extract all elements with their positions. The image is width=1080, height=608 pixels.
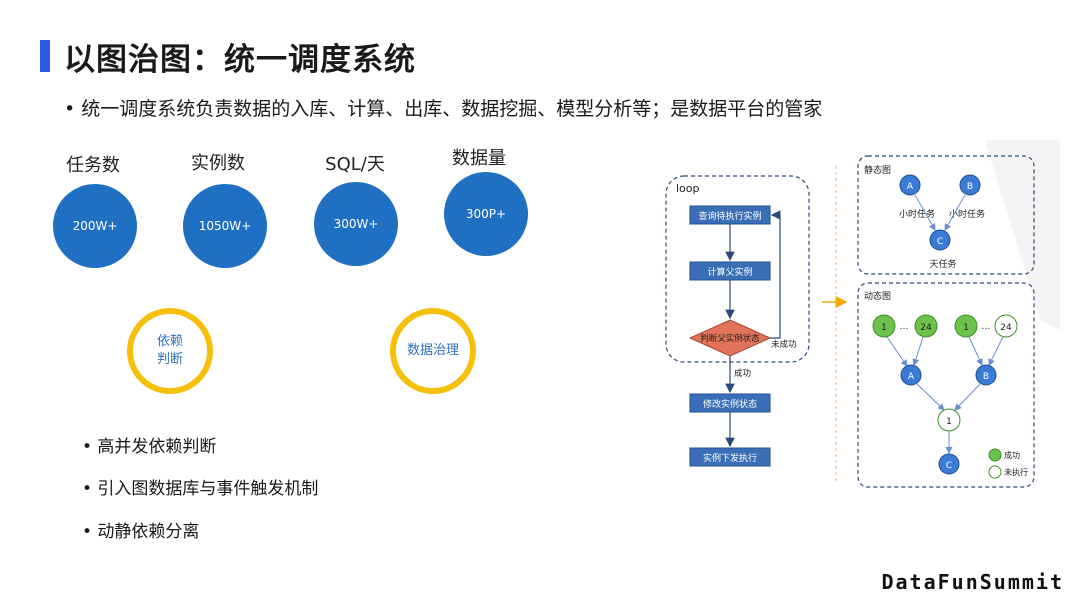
flow-decision-label: 判断父实例状态	[700, 333, 760, 344]
static-node-b-label: B	[967, 182, 973, 192]
dyn-node-1a-label: 1	[881, 323, 887, 333]
dyn-edge-b-mid	[954, 383, 981, 411]
static-node-c	[929, 229, 951, 251]
dyn-node-b-label: B	[983, 372, 989, 382]
static-label-b: 小时任务	[949, 208, 985, 220]
page-title: 以图治图：统一调度系统	[64, 42, 416, 78]
dyn-node-1a	[872, 314, 896, 338]
static-label-a: 小时任务	[899, 208, 935, 220]
flow-step-dispatch-label: 实例下发执行	[703, 452, 757, 464]
dyn-node-24b-label: 24	[1000, 323, 1012, 333]
static-node-b	[959, 174, 981, 196]
flow-step-update-label: 修改实例状态	[703, 398, 757, 410]
dyn-node-mid-label: 1	[946, 417, 952, 427]
stat-circle-data: 300P+	[444, 172, 528, 256]
dyn-edge-1a-a	[886, 336, 908, 367]
flow-not-success-label: 未成功	[771, 339, 797, 350]
static-node-c-label: C	[937, 237, 943, 247]
dyn-node-b	[975, 364, 997, 386]
stat-label-sql: SQL/天	[325, 154, 385, 175]
dyn-dots-a: …	[900, 322, 909, 332]
dyn-edge-1b-b	[968, 336, 983, 366]
flow-step-dispatch	[689, 447, 771, 467]
dyn-node-24b	[994, 314, 1018, 338]
loop-label: loop	[676, 182, 700, 195]
dyn-edge-24a-a	[912, 336, 924, 366]
legend-success-icon	[988, 448, 1002, 462]
dyn-node-24a-label: 24	[920, 323, 932, 333]
flow-step-query-label: 查询待执行实例	[698, 210, 761, 222]
legend-not-executed-icon	[988, 465, 1002, 479]
dyn-node-a	[900, 364, 922, 386]
title-accent-bar	[40, 40, 50, 72]
bullet-high-concurrency: • 高并发依赖判断	[82, 437, 217, 457]
flow-arrow-loopback	[770, 210, 781, 339]
stat-circle-sql: 300W+	[314, 182, 398, 266]
dynamic-graph-title: 动态图	[864, 290, 891, 302]
stat-circle-instances: 1050W+	[183, 184, 267, 268]
flow-step-parent-label: 计算父实例	[707, 266, 752, 278]
dyn-edge-24b-b	[988, 336, 1004, 366]
dyn-node-1b-label: 1	[963, 323, 969, 333]
dyn-edge-a-mid	[916, 383, 945, 411]
dyn-dots-b: …	[982, 322, 991, 332]
dyn-node-c-label: C	[946, 461, 952, 471]
stat-label-data: 数据量	[452, 148, 506, 169]
dyn-node-c	[938, 453, 960, 475]
ring-dependency-judgement: 依赖 判断	[127, 308, 213, 394]
dyn-node-a-label: A	[908, 372, 915, 382]
static-graph-box	[857, 155, 1035, 275]
static-label-c: 天任务	[929, 258, 956, 270]
loop-box	[665, 175, 810, 363]
dyn-node-1b	[954, 314, 978, 338]
legend-not-executed-label: 未执行	[1004, 467, 1028, 477]
static-edge-ac	[914, 194, 936, 231]
static-edge-bc	[944, 194, 966, 231]
static-node-a	[899, 174, 921, 196]
dynamic-graph-box	[857, 282, 1035, 488]
ring-data-governance: 数据治理	[390, 308, 476, 394]
bullet-graph-database: • 引入图数据库与事件触发机制	[82, 479, 319, 499]
static-graph-title: 静态图	[864, 164, 891, 176]
page-subtitle: • 统一调度系统负责数据的入库、计算、出库、数据挖掘、模型分析等；是数据平台的管…	[64, 98, 823, 120]
stat-label-instances: 实例数	[191, 153, 245, 174]
decor-shape	[985, 140, 1060, 330]
bullet-dynamic-static: • 动静依赖分离	[82, 522, 200, 542]
static-node-a-label: A	[907, 182, 914, 192]
stat-label-tasks: 任务数	[66, 155, 120, 176]
dyn-node-24a	[914, 314, 938, 338]
flow-success-label: 成功	[734, 368, 751, 379]
legend-success-label: 成功	[1004, 450, 1020, 460]
stat-circle-tasks: 200W+	[53, 184, 137, 268]
brand-logo-text: DataFunSummit	[881, 570, 1064, 594]
